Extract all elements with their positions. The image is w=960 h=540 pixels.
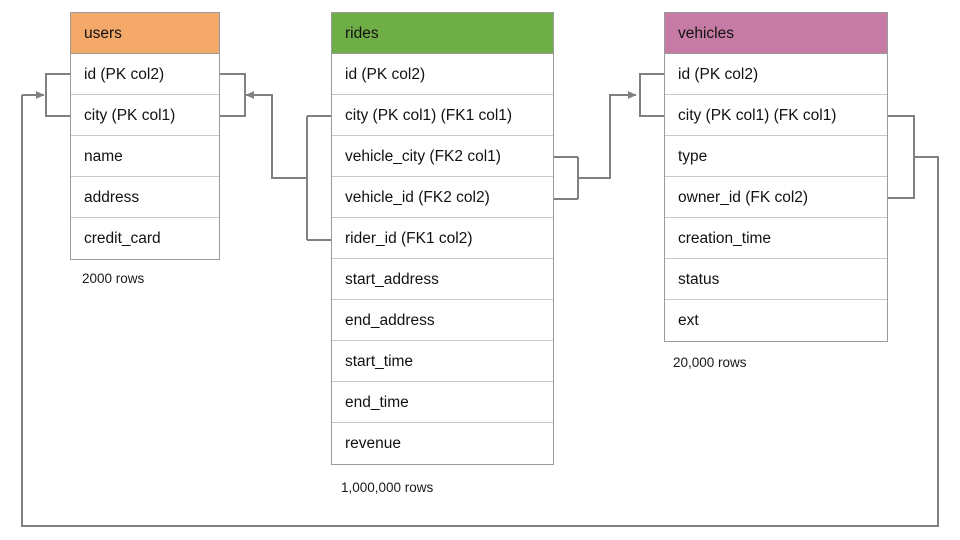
- table-rides-column-vehicle-city[interactable]: vehicle_city (FK2 col1): [332, 136, 553, 177]
- table-rides-column-vehicle-id[interactable]: vehicle_id (FK2 col2): [332, 177, 553, 218]
- table-users-row-count: 2000 rows: [82, 271, 145, 286]
- table-users-column-address[interactable]: address: [71, 177, 219, 218]
- table-rides-column-revenue[interactable]: revenue: [332, 423, 553, 464]
- table-rides-column-start-address[interactable]: start_address: [332, 259, 553, 300]
- table-rides-column-start-time[interactable]: start_time: [332, 341, 553, 382]
- table-rides-column-city[interactable]: city (PK col1) (FK1 col1): [332, 95, 553, 136]
- connector-rides-fk1-to-users: [220, 73, 331, 241]
- table-vehicles-column-owner-id[interactable]: owner_id (FK col2): [665, 177, 887, 218]
- table-rides-column-id[interactable]: id (PK col2): [332, 54, 553, 95]
- table-users-header: users: [71, 13, 219, 54]
- table-rides-column-end-address[interactable]: end_address: [332, 300, 553, 341]
- table-rides-header: rides: [332, 13, 553, 54]
- connector-rides-fk2-to-vehicles: [554, 73, 664, 200]
- table-vehicles-column-id[interactable]: id (PK col2): [665, 54, 887, 95]
- table-rides-column-rider-id[interactable]: rider_id (FK1 col2): [332, 218, 553, 259]
- table-users-column-credit-card[interactable]: credit_card: [71, 218, 219, 259]
- table-vehicles-column-city[interactable]: city (PK col1) (FK col1): [665, 95, 887, 136]
- table-vehicles-row-count: 20,000 rows: [673, 355, 747, 370]
- table-vehicles-column-status[interactable]: status: [665, 259, 887, 300]
- table-vehicles-column-ext[interactable]: ext: [665, 300, 887, 341]
- connector-vehicles-right-bracket: [888, 115, 938, 199]
- table-vehicles[interactable]: vehicles id (PK col2) city (PK col1) (FK…: [664, 12, 888, 342]
- table-vehicles-column-type[interactable]: type: [665, 136, 887, 177]
- table-vehicles-header: vehicles: [665, 13, 887, 54]
- table-users-column-city[interactable]: city (PK col1): [71, 95, 219, 136]
- table-vehicles-column-creation-time[interactable]: creation_time: [665, 218, 887, 259]
- table-users[interactable]: users id (PK col2) city (PK col1) name a…: [70, 12, 220, 260]
- table-users-column-id[interactable]: id (PK col2): [71, 54, 219, 95]
- table-users-column-name[interactable]: name: [71, 136, 219, 177]
- table-rides[interactable]: rides id (PK col2) city (PK col1) (FK1 c…: [331, 12, 554, 465]
- table-rides-row-count: 1,000,000 rows: [341, 480, 434, 495]
- table-rides-column-end-time[interactable]: end_time: [332, 382, 553, 423]
